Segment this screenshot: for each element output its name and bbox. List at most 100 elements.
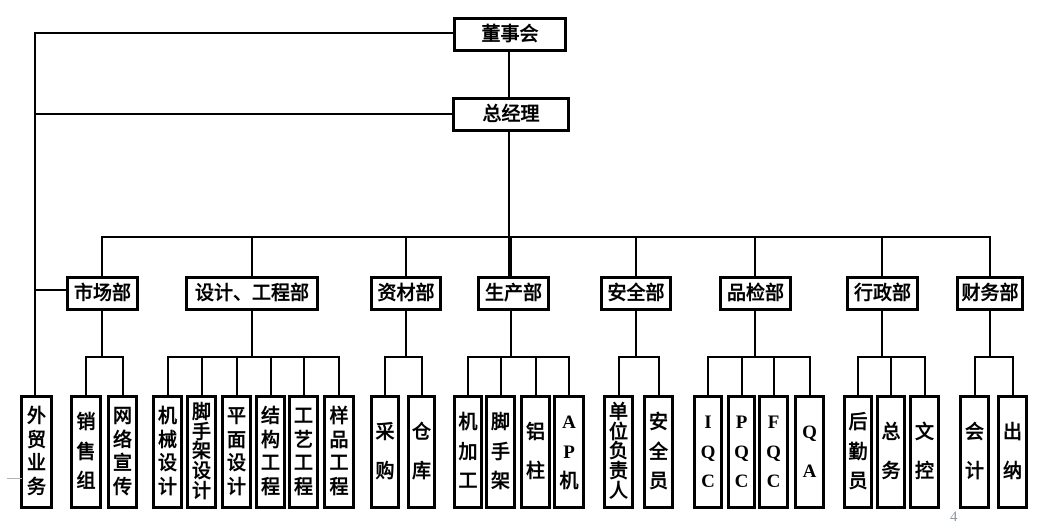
connector-line bbox=[235, 356, 238, 396]
connector-line bbox=[251, 236, 253, 277]
child-label: 文控 bbox=[914, 421, 934, 483]
child-box: 总务 bbox=[876, 395, 906, 509]
connector-line bbox=[508, 51, 510, 98]
connector-line bbox=[85, 356, 124, 358]
child-label: 铝柱 bbox=[525, 421, 545, 483]
general-manager-label: 总经理 bbox=[482, 104, 540, 125]
child-label: 仓库 bbox=[411, 421, 431, 483]
child-box: 结构工程 bbox=[255, 395, 286, 509]
child-box: 工艺工程 bbox=[288, 395, 319, 509]
connector-line bbox=[467, 356, 469, 396]
connector-line bbox=[923, 356, 926, 396]
connector-line bbox=[973, 356, 1014, 358]
department-label: 生产部 bbox=[484, 283, 542, 304]
connector-line bbox=[405, 236, 407, 277]
connector-line bbox=[7, 477, 22, 479]
connector-line bbox=[384, 356, 386, 396]
department-box: 行政部 bbox=[846, 276, 919, 311]
child-box: 文控 bbox=[909, 395, 940, 509]
child-label: 安全员 bbox=[648, 411, 668, 493]
connector-line bbox=[740, 356, 743, 396]
connector-line bbox=[34, 113, 453, 115]
connector-line bbox=[405, 310, 407, 358]
connector-line bbox=[101, 310, 103, 358]
department-box: 设计、工程部 bbox=[185, 276, 319, 311]
general-manager-box: 总经理 bbox=[452, 97, 570, 132]
connector-line bbox=[510, 236, 512, 277]
connector-line bbox=[707, 356, 811, 358]
child-box: 机械设计 bbox=[152, 395, 183, 509]
connector-line bbox=[754, 236, 756, 277]
connector-line bbox=[166, 356, 169, 396]
child-box: 采购 bbox=[370, 395, 400, 509]
child-label: 脚手架 bbox=[490, 411, 510, 493]
connector-line bbox=[121, 356, 124, 396]
connector-line bbox=[568, 356, 570, 396]
foreign-trade-box: 外贸业务 bbox=[20, 395, 53, 509]
connector-line bbox=[467, 356, 570, 358]
connector-line bbox=[989, 236, 991, 277]
child-box: 铝柱 bbox=[520, 395, 551, 509]
connector-line bbox=[34, 289, 67, 291]
child-box: 机加工 bbox=[453, 395, 483, 509]
connector-line bbox=[617, 356, 660, 358]
department-label: 市场部 bbox=[73, 283, 131, 304]
board-of-directors-label: 董事会 bbox=[481, 24, 539, 45]
department-label: 品检部 bbox=[726, 283, 784, 304]
child-box: 样品工程 bbox=[323, 395, 355, 509]
connector-line bbox=[420, 356, 423, 396]
child-label: 采购 bbox=[375, 421, 395, 483]
connector-line bbox=[338, 356, 340, 396]
child-label: 结构工程 bbox=[260, 405, 280, 499]
connector-line bbox=[302, 356, 305, 396]
connector-line bbox=[754, 310, 756, 358]
department-label: 行政部 bbox=[853, 283, 911, 304]
foreign-trade-label: 外贸业务 bbox=[26, 405, 46, 499]
connector-line bbox=[34, 32, 36, 396]
connector-line bbox=[510, 310, 512, 358]
child-label: 样品工程 bbox=[329, 405, 349, 499]
department-label: 安全部 bbox=[607, 283, 665, 304]
child-box: 安全员 bbox=[643, 395, 674, 509]
connector-line bbox=[635, 236, 637, 277]
department-box: 安全部 bbox=[600, 276, 672, 311]
child-box: 单位负责人 bbox=[603, 395, 634, 509]
connector-line bbox=[166, 356, 340, 358]
connector-line bbox=[200, 356, 203, 396]
connector-line bbox=[857, 356, 859, 396]
connector-line bbox=[989, 310, 991, 358]
connector-line bbox=[617, 356, 620, 396]
connector-line bbox=[101, 236, 991, 238]
connector-line bbox=[881, 310, 883, 358]
child-label: 网络宣传 bbox=[112, 405, 132, 499]
connector-line bbox=[772, 356, 775, 396]
department-label: 设计、工程部 bbox=[194, 283, 309, 304]
child-label: 平面设计 bbox=[226, 405, 246, 499]
child-label: 出纳 bbox=[1002, 421, 1022, 483]
connector-line bbox=[707, 356, 709, 396]
child-label: 会计 bbox=[964, 421, 984, 483]
connector-line bbox=[384, 356, 423, 358]
child-label: 后勤员 bbox=[848, 411, 868, 493]
department-box: 品检部 bbox=[719, 276, 792, 311]
child-box: 脚手架设计 bbox=[186, 395, 217, 509]
connector-line bbox=[85, 356, 87, 396]
child-label: 机械设计 bbox=[157, 405, 177, 499]
department-box: 市场部 bbox=[66, 276, 139, 311]
department-label: 财务部 bbox=[961, 283, 1019, 304]
connector-line bbox=[269, 356, 272, 396]
connector-line bbox=[890, 356, 892, 396]
connector-line bbox=[34, 32, 454, 34]
child-box: 平面设计 bbox=[221, 395, 252, 509]
child-box: 后勤员 bbox=[843, 395, 873, 509]
connector-line bbox=[1011, 356, 1014, 396]
board-of-directors-box: 董事会 bbox=[453, 17, 567, 52]
